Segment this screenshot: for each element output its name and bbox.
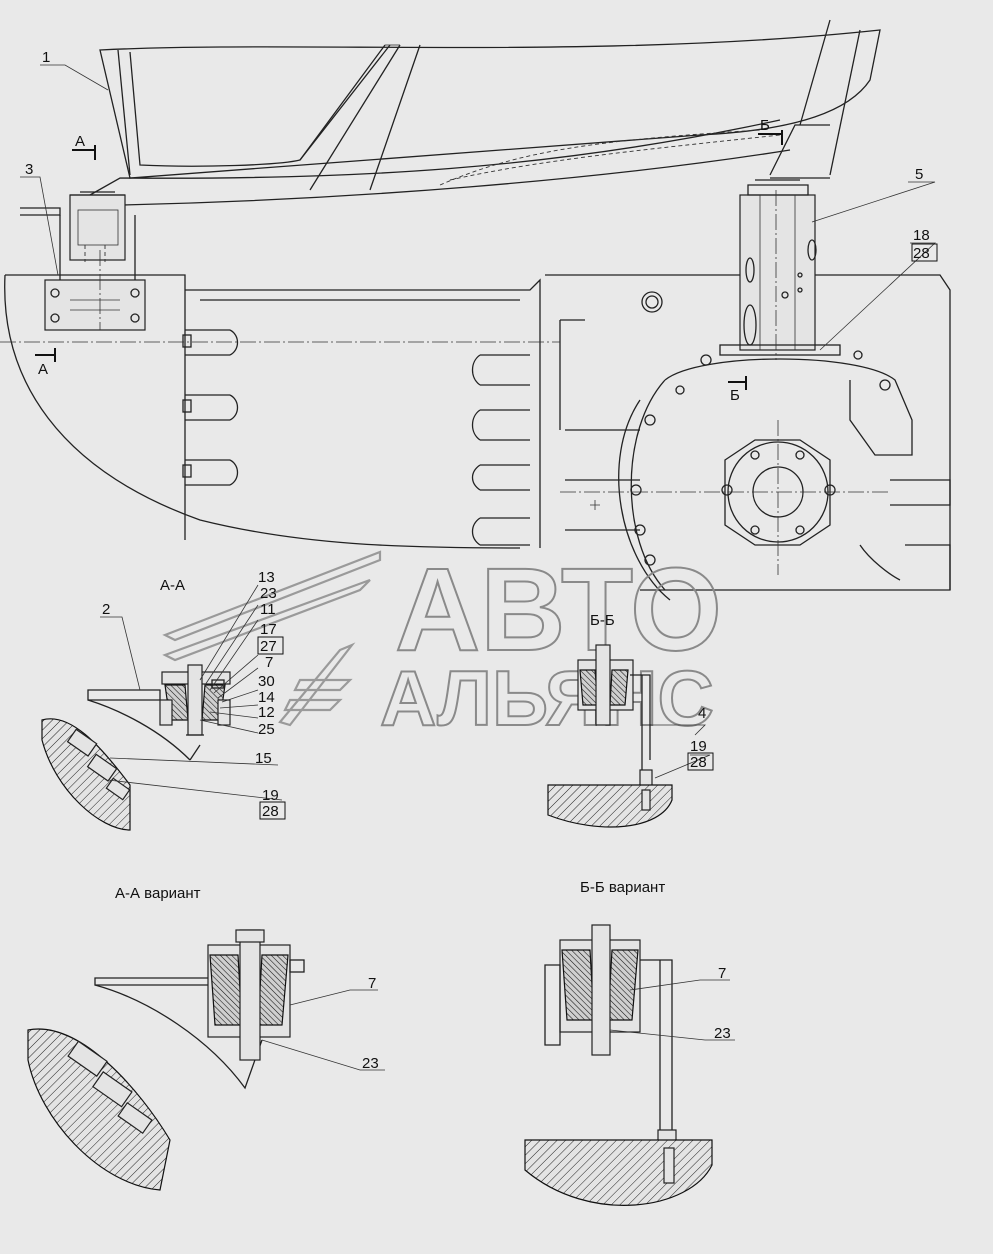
section-marker-a-bottom: А bbox=[38, 361, 48, 378]
callout-1: 1 bbox=[42, 49, 50, 66]
section-bb-variant-title: Б-Б вариант bbox=[580, 879, 665, 896]
section-aa-variant: А-А вариант 7 23 bbox=[27, 885, 385, 1191]
section-marker-b-bottom: Б bbox=[730, 387, 740, 404]
callout-aav-23: 23 bbox=[362, 1055, 379, 1072]
callout-aa-12: 12 bbox=[258, 704, 275, 721]
section-aa-variant-title: А-А вариант bbox=[115, 885, 201, 902]
section-bb: Б-Б 4 19 28 bbox=[547, 612, 714, 828]
watermark: АВТО АЛЬЯНС bbox=[162, 543, 723, 743]
callout-aa-23: 23 bbox=[260, 585, 277, 602]
callout-aa-25: 25 bbox=[258, 721, 275, 738]
callout-aa-14: 14 bbox=[258, 689, 275, 706]
callout-bb-28: 28 bbox=[690, 754, 707, 771]
callout-aa-13: 13 bbox=[258, 569, 275, 586]
callout-aa-17: 17 bbox=[260, 621, 277, 638]
callout-3: 3 bbox=[25, 161, 33, 178]
callout-aa-30: 30 bbox=[258, 673, 275, 690]
watermark-line1: АВТО bbox=[395, 544, 722, 676]
section-marker-b-top: Б bbox=[760, 117, 770, 134]
callout-5: 5 bbox=[915, 166, 923, 183]
callout-aa-15: 15 bbox=[255, 750, 272, 767]
main-view: А А Б Б 1 3 5 18 28 bbox=[0, 19, 951, 601]
callout-aa-7: 7 bbox=[265, 654, 273, 671]
aa-callout-fan bbox=[199, 584, 259, 734]
section-aa-title: А-А bbox=[160, 577, 185, 594]
callout-aa-28: 28 bbox=[262, 803, 279, 820]
callout-bbv-7: 7 bbox=[718, 965, 726, 982]
section-bb-variant: Б-Б вариант 7 23 bbox=[524, 879, 735, 1206]
callout-aa-19: 19 bbox=[262, 787, 279, 804]
callout-bb-4: 4 bbox=[698, 705, 706, 722]
callout-28: 28 bbox=[913, 245, 930, 262]
callout-aav-7: 7 bbox=[368, 975, 376, 992]
callout-aa-27: 27 bbox=[260, 638, 277, 655]
section-bb-title: Б-Б bbox=[590, 612, 615, 629]
callout-18: 18 bbox=[913, 227, 930, 244]
callout-bb-19: 19 bbox=[690, 738, 707, 755]
watermark-line2: АЛЬЯНС bbox=[380, 654, 714, 742]
section-aa: А-А 13 23 11 17 27 7 30 14 12 25 2 15 bbox=[41, 569, 286, 831]
section-marker-a-top: А bbox=[75, 133, 85, 150]
callout-aa-11: 11 bbox=[260, 601, 276, 618]
callout-bbv-23: 23 bbox=[714, 1025, 731, 1042]
callout-aa-2: 2 bbox=[102, 601, 110, 618]
